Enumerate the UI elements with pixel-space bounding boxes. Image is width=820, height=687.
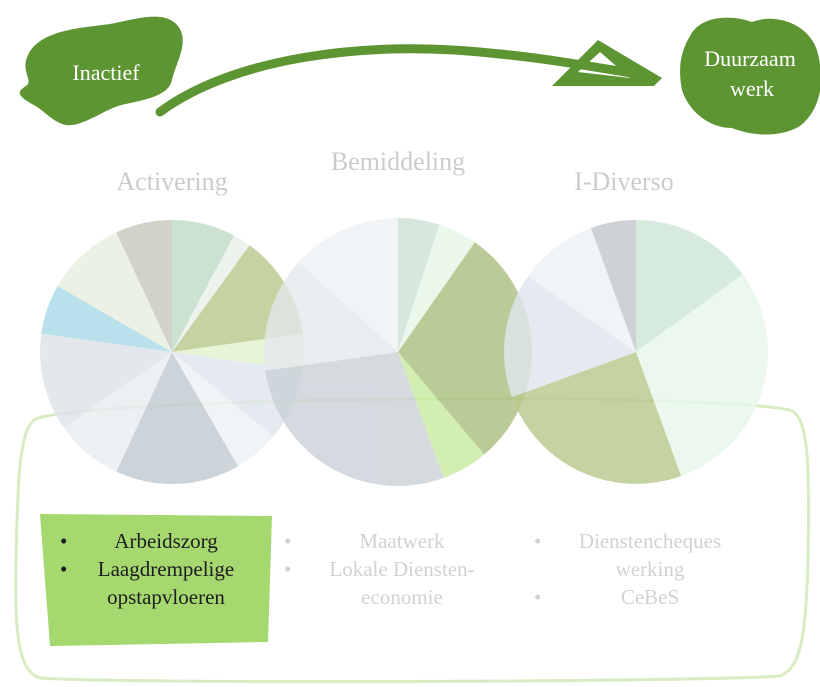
activering-item-opstapvloeren: opstapvloeren	[107, 585, 225, 609]
pie-0-slice-10	[57, 232, 173, 352]
pie-0-slice-5	[172, 352, 274, 467]
i-diverso-title: I-Diverso	[574, 167, 674, 196]
pie-2-slice-3	[504, 276, 636, 398]
i-diverso-item-werking: werking	[616, 557, 685, 581]
pie-2-slice-5	[590, 220, 636, 352]
pie-1-slice-5	[263, 262, 398, 371]
pie-1-slice-3	[398, 352, 485, 478]
pie-0-slice-8	[40, 333, 173, 428]
bemiddeling-bullet-1: •	[284, 529, 291, 553]
bemiddeling-bullet-2: •	[284, 557, 291, 581]
activering-bullet-1: •	[60, 529, 67, 553]
bemiddeling-title: Bemiddeling	[331, 147, 465, 176]
pie-2-slice-4	[527, 228, 636, 352]
inactief-blob	[19, 16, 183, 126]
pie-1-slice-0	[398, 218, 440, 352]
pie-0-slice-0	[172, 220, 234, 352]
activering-title: Activering	[116, 167, 227, 196]
activering-bullet-2: •	[60, 557, 67, 581]
bemiddeling-item-maatwerk: Maatwerk	[359, 529, 445, 553]
progress-arrow-curve	[155, 44, 655, 117]
pie-2-slice-1	[636, 274, 768, 476]
pie-1-slice-4	[265, 352, 444, 486]
i-diverso-pie	[504, 220, 768, 484]
pie-1-slice-2	[398, 242, 532, 455]
activering-item-laagdrempelige: Laagdrempelige	[98, 557, 234, 581]
progress-arrow-head	[552, 40, 662, 86]
bemiddeling-pie	[263, 217, 532, 486]
pie-0-slice-7	[63, 352, 172, 472]
i-diverso-bullet-2: •	[534, 585, 541, 609]
inactief-label: Inactief	[72, 60, 140, 85]
i-diverso-item-cebes: CeBeS	[621, 585, 679, 609]
pie-2-slice-2	[512, 352, 682, 484]
i-diverso-item-dienstencheques: Dienstencheques	[579, 529, 721, 553]
pie-1-slice-1	[398, 224, 475, 352]
activering-highlight-box	[40, 514, 272, 646]
i-diverso-bullet-1: •	[534, 529, 541, 553]
duurzaam-label-line1: Duurzaam	[704, 46, 796, 71]
pie-0-slice-11	[116, 220, 172, 352]
werk-label-line2: werk	[730, 76, 774, 101]
pie-2-slice-0	[636, 220, 743, 352]
bemiddeling-item-economie: economie	[361, 585, 443, 609]
activering-item-arbeidszorg: Arbeidszorg	[114, 529, 218, 553]
duurzaam-werk-blob	[680, 17, 820, 135]
pie-0-slice-9	[41, 286, 172, 352]
bemiddeling-item-lokale-diensten: Lokale Diensten-	[329, 557, 474, 581]
pie-0-slice-1	[172, 235, 250, 352]
pie-1-slice-6	[298, 217, 398, 352]
pie-0-slice-6	[116, 352, 238, 484]
